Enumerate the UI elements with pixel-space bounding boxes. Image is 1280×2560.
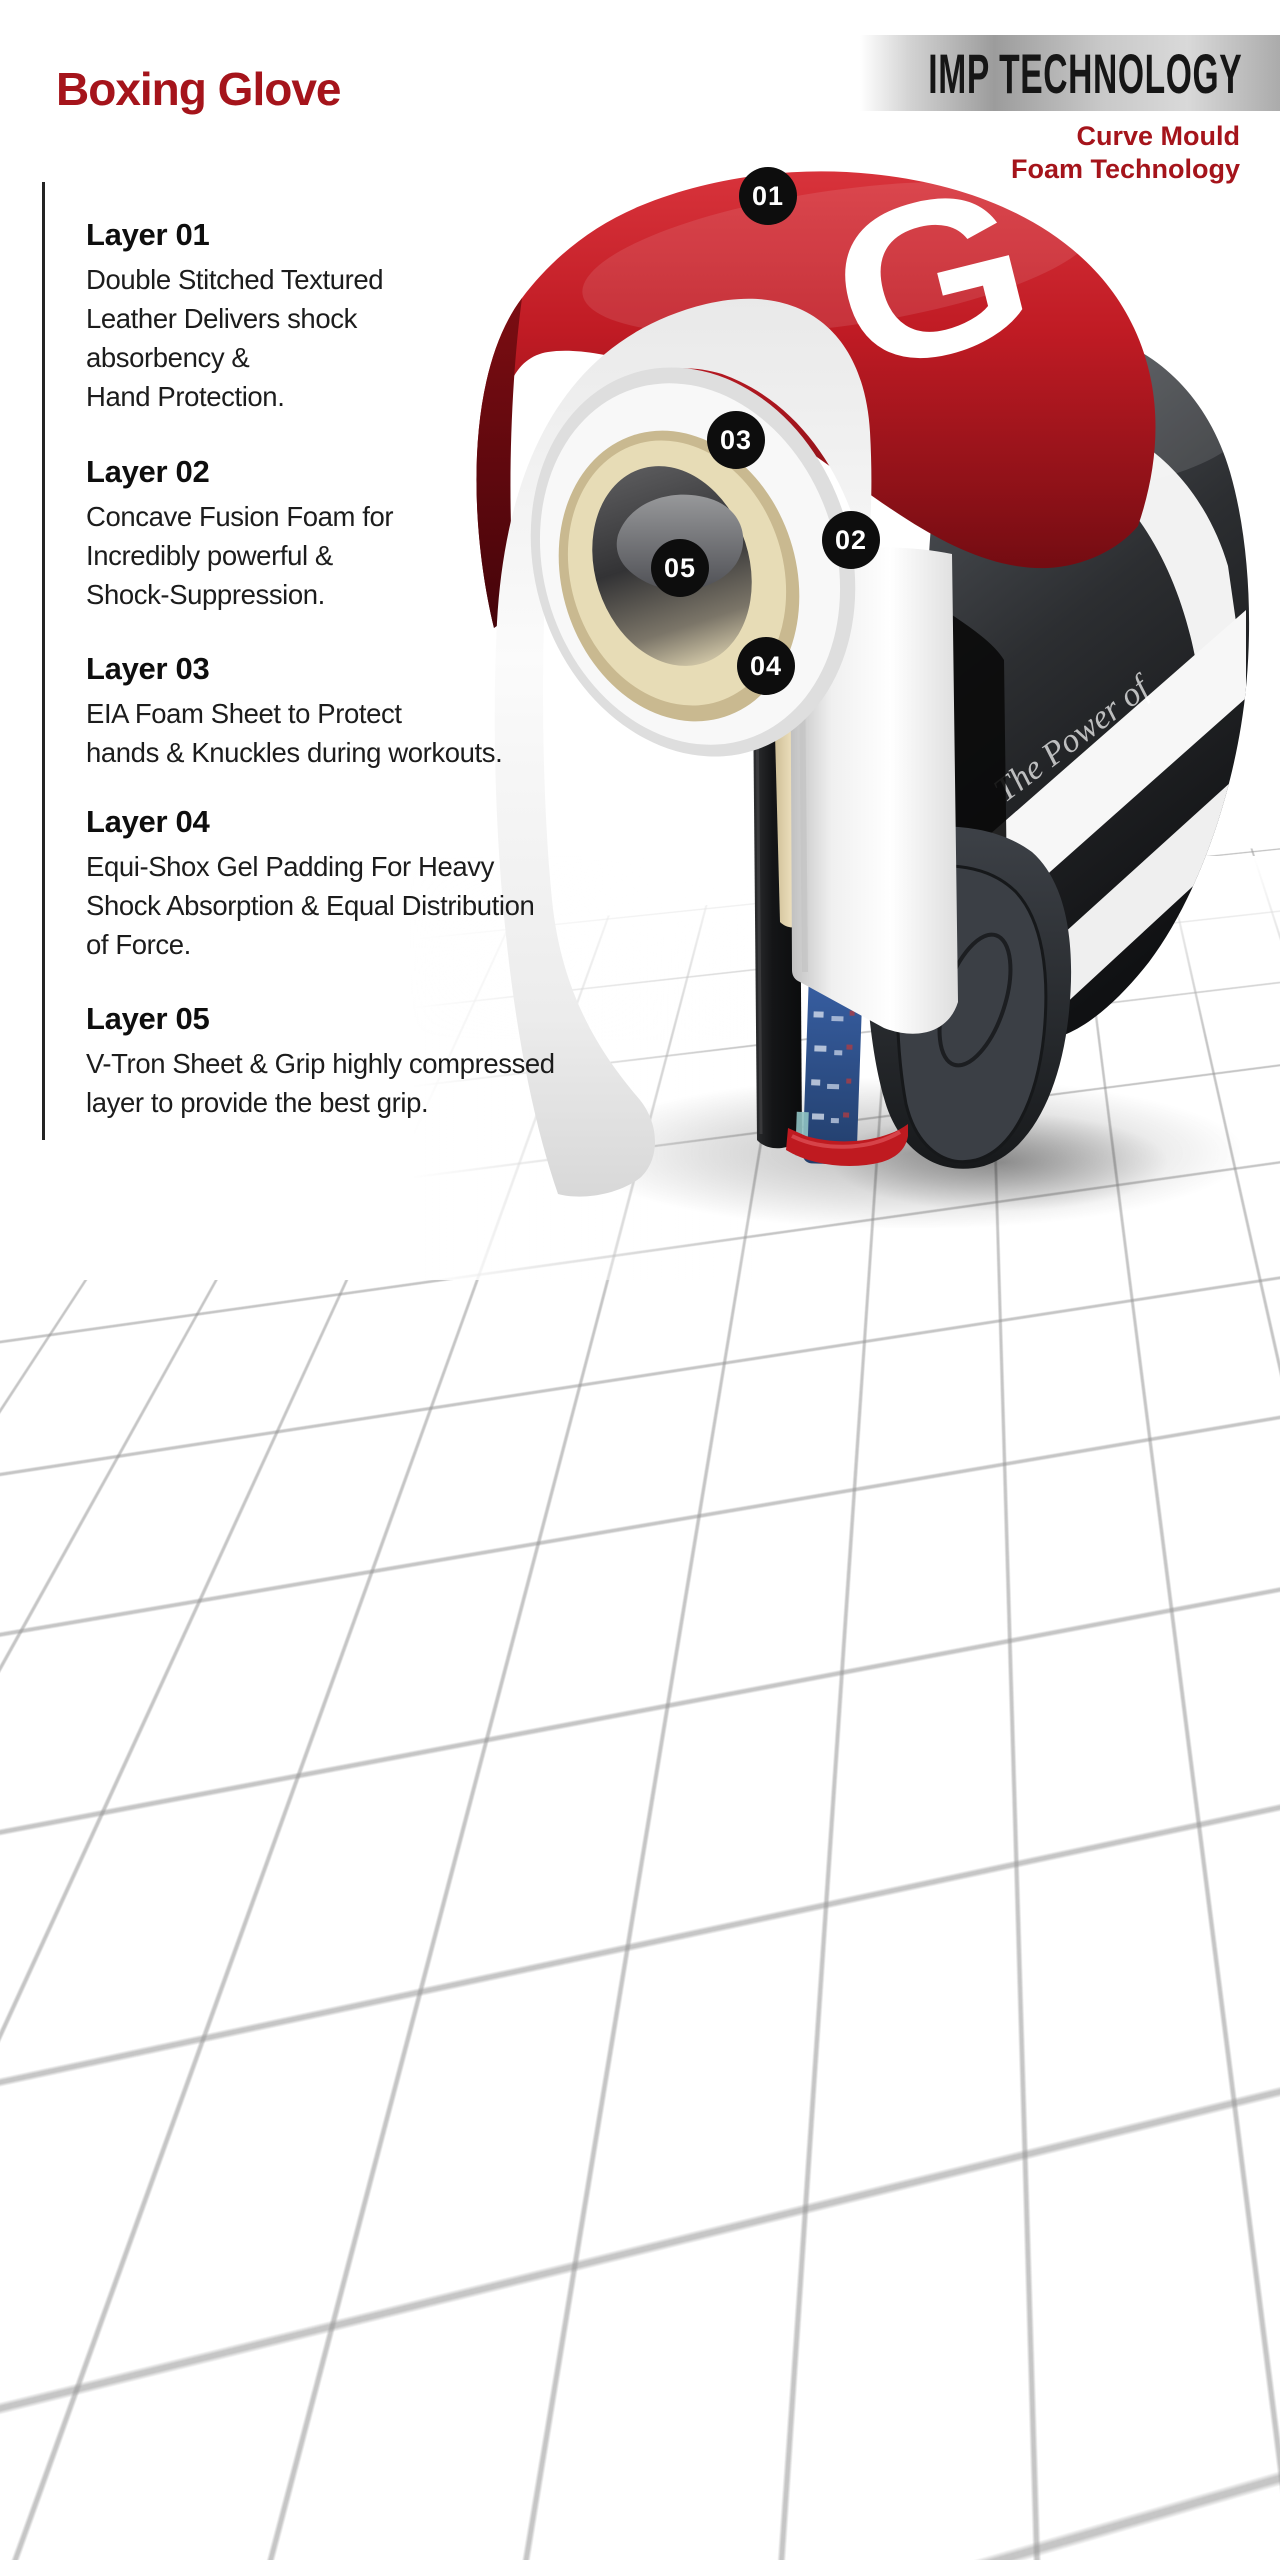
layer-section-03: Layer 03 EIA Foam Sheet to Protect hands… (86, 651, 606, 772)
layer-03-heading: Layer 03 (86, 651, 210, 686)
layer-01-heading: Layer 01 (86, 217, 210, 252)
foam-layer-outer (494, 298, 872, 1197)
layer-05-heading: Layer 05 (86, 1001, 210, 1036)
badge-layer-03: 03 (707, 411, 765, 469)
tech-subtitle-line1: Curve Mould (1076, 121, 1240, 151)
layer-section-01: Layer 01 Double Stitched Textured Leathe… (86, 217, 606, 416)
page-title: Boxing Glove (56, 63, 341, 115)
badge-layer-05: 05 (651, 539, 709, 597)
layer-02-heading: Layer 02 (86, 454, 210, 489)
tech-banner-text: IMP TECHNOLOGY (928, 42, 1242, 105)
layer-section-02: Layer 02 Concave Fusion Foam for Incredi… (86, 454, 606, 614)
layer-section-04: Layer 04 Equi-Shox Gel Padding For Heavy… (86, 804, 606, 964)
tech-banner: IMP TECHNOLOGY (860, 35, 1280, 111)
layer-05-description: V-Tron Sheet & Grip highly compressed la… (86, 1048, 555, 1118)
tech-subtitle: Curve Mould Foam Technology (1011, 120, 1240, 186)
badge-layer-04: 04 (737, 637, 795, 695)
layer-04-heading: Layer 04 (86, 804, 210, 839)
layer-01-description: Double Stitched Textured Leather Deliver… (86, 264, 384, 412)
layer-section-05: Layer 05 V-Tron Sheet & Grip highly comp… (86, 1001, 606, 1122)
badge-layer-01: 01 (739, 167, 797, 225)
layer-02-description: Concave Fusion Foam for Incredibly power… (86, 501, 394, 610)
layer-04-description: Equi-Shox Gel Padding For Heavy Shock Ab… (86, 851, 535, 960)
tech-subtitle-line2: Foam Technology (1010, 154, 1240, 184)
left-vertical-rule (42, 182, 45, 1140)
layer-03-description: EIA Foam Sheet to Protect hands & Knuckl… (86, 698, 503, 768)
badge-layer-02: 02 (822, 511, 880, 569)
